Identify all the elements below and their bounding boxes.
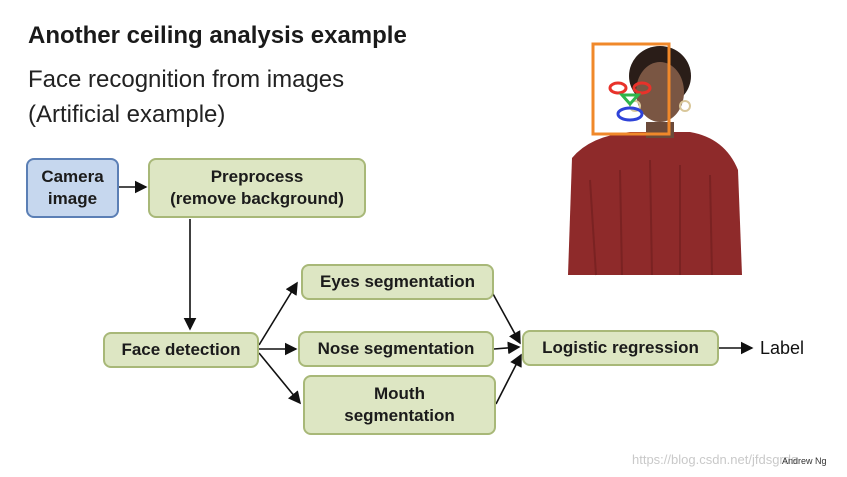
nose-segmentation-label: Nose segmentation	[317, 339, 475, 358]
mouth-line-2: segmentation	[344, 406, 455, 425]
eye-mark-right	[632, 81, 652, 95]
person-photo	[568, 42, 742, 276]
face-box	[591, 42, 671, 136]
logistic-regression-box: Logistic regression	[522, 330, 719, 366]
subtitle-line-2: (Artificial example)	[28, 101, 226, 128]
face-detection-label: Face detection	[121, 340, 241, 359]
eye-mark-left	[608, 81, 628, 95]
camera-line-1: Camera	[41, 167, 104, 186]
mouth-line-1: Mouth	[374, 384, 425, 403]
arrow-mouth-to-logistic	[495, 353, 522, 405]
eyes-segmentation-box: Eyes segmentation	[301, 264, 494, 300]
subtitle-line-1: Face recognition from images	[28, 66, 345, 93]
arrow-face-to-eyes	[258, 281, 298, 346]
eyes-segmentation-label: Eyes segmentation	[320, 272, 475, 291]
camera-line-2: image	[47, 189, 98, 208]
camera-image-box: Camera image	[26, 158, 119, 218]
nose-segmentation-box: Nose segmentation	[298, 331, 494, 367]
watermark-url: https://blog.csdn.net/jfdsgrds	[632, 452, 798, 467]
preprocess-line-1: Preprocess	[210, 167, 304, 186]
slide-title: Another ceiling analysis example	[28, 22, 407, 49]
arrow-face-to-mouth	[258, 352, 302, 405]
nose-mark	[618, 93, 642, 107]
preprocess-line-2: (remove background)	[170, 189, 344, 208]
mouth-mark	[616, 106, 644, 122]
face-detection-box: Face detection	[103, 332, 259, 368]
author-credit: Andrew Ng	[782, 456, 827, 466]
mouth-segmentation-box: Mouth segmentation	[303, 375, 496, 435]
sweater	[568, 132, 742, 275]
arrow-nose-to-logistic	[493, 341, 521, 355]
preprocess-box: Preprocess (remove background)	[148, 158, 366, 218]
logistic-regression-label: Logistic regression	[542, 338, 699, 357]
output-label: Label	[760, 338, 805, 358]
